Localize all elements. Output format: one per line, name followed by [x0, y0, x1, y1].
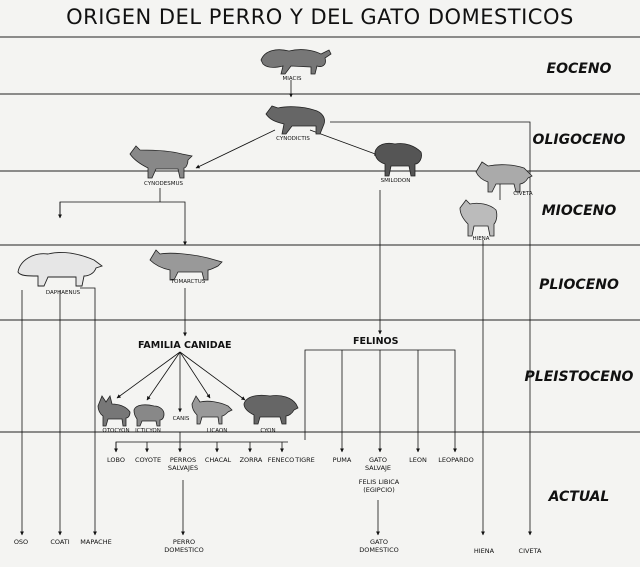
- smilodon-label: SMILODON: [380, 178, 411, 184]
- hiena-illustration: [459, 199, 498, 237]
- species-zorra: ZORRA: [239, 456, 263, 464]
- bottom-perro-domestico: PERRO DOMESTICO: [164, 538, 204, 554]
- bottom-oso: OSO: [13, 538, 29, 546]
- licaon-illustration: [191, 395, 233, 425]
- species-puma: PUMA: [332, 456, 352, 464]
- species-feneco: FENECO: [267, 456, 295, 464]
- era-eoceno: EOCENO: [546, 61, 612, 77]
- tomarctus-illustration: [149, 249, 223, 281]
- species-coyote: COYOTE: [134, 456, 162, 464]
- bottom-civeta: CIVETA: [518, 547, 542, 555]
- species-leon: LEON: [409, 456, 427, 464]
- daphaenus-illustration: [17, 251, 103, 287]
- bottom-mapache: MAPACHE: [80, 538, 112, 546]
- bottom-gato-domestico: GATO DOMESTICO: [359, 538, 399, 554]
- familia-canidae-heading: FAMILIA CANIDAE: [138, 340, 232, 351]
- species-lobo: LOBO: [107, 456, 125, 464]
- species-perros-salvajes: PERROS SALVAJES: [167, 456, 199, 472]
- miacis-label: MIACIS: [282, 76, 302, 82]
- hiena-label: HIENA: [472, 236, 490, 242]
- daphaenus-label: DAPHAENUS: [45, 290, 81, 296]
- genus-icticyon: ICTICYON: [135, 428, 161, 434]
- bottom-coati: COATI: [50, 538, 70, 546]
- bottom-hiena: HIENA: [473, 547, 495, 555]
- icticyon-illustration: [133, 404, 165, 427]
- species-chacal: CHACAL: [204, 456, 232, 464]
- cynodesmus-label: CYNODESMUS: [143, 181, 183, 187]
- genus-canis: CANIS: [172, 416, 190, 422]
- era-oligoceno: OLIGOCENO: [532, 132, 626, 148]
- civeta-label: CIVETA: [513, 191, 533, 197]
- felinos-heading: FELINOS: [353, 336, 399, 347]
- tomarctus-label: TOMARCTUS: [170, 279, 206, 285]
- cynodictis-illustration: [265, 105, 325, 135]
- genus-licaon: LICAON: [206, 428, 228, 434]
- civeta-illustration: [475, 161, 533, 193]
- genus-cyon: CYON: [260, 428, 276, 434]
- smilodon-illustration: [374, 142, 422, 177]
- era-pleistoceno: PLEISTOCENO: [524, 369, 634, 385]
- species-leopardo: LEOPARDO: [438, 456, 474, 464]
- otocyon-illustration: [97, 395, 131, 427]
- genus-otocyon: OTOCYON: [102, 428, 130, 434]
- miacis-illustration: [260, 49, 332, 75]
- cyon-illustration: [243, 394, 299, 425]
- species-gato-salvaje: GATO SALVAJE: [364, 456, 392, 472]
- page-title: ORIGEN DEL PERRO Y DEL GATO DOMESTICOS: [66, 5, 574, 29]
- era-actual: ACTUAL: [548, 489, 610, 505]
- cynodictis-label: CYNODICTIS: [276, 136, 310, 142]
- cynodesmus-illustration: [129, 145, 193, 179]
- era-plioceno: PLIOCENO: [539, 277, 619, 293]
- species-tigre: TIGRE: [295, 456, 315, 464]
- species-felis-libica: FELIS LIBICA (EGIPCIO): [358, 478, 400, 494]
- era-mioceno: MIOCENO: [541, 203, 617, 219]
